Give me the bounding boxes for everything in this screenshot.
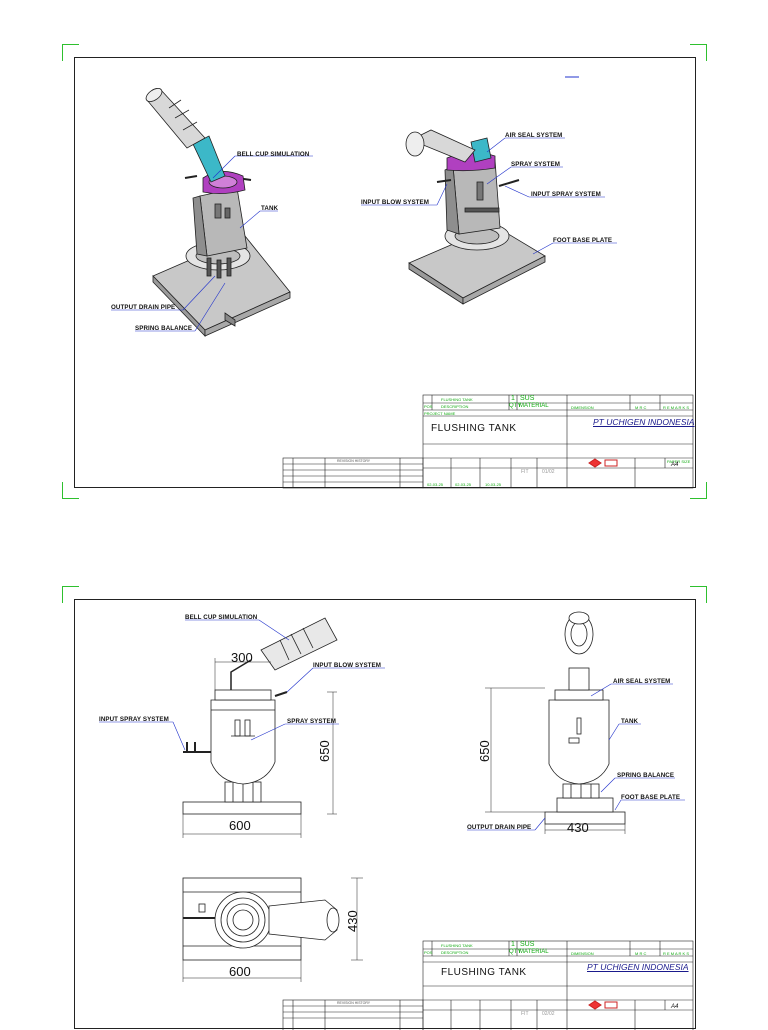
label-spring-balance: SPRING BALANCE [135,325,193,332]
tb2-remarks-label: R E M A R K S [663,951,690,956]
crop-mark-tr [690,44,707,61]
title-block-lines-2 [282,940,694,1030]
tb-project-label: PROJECT NAME [424,411,456,416]
tb2-scale: FIT [521,1011,529,1017]
orthographic-views [99,611,694,1030]
drawing-sheet-1: BELL CUP SIMULATION TANK OUTPUT DRAIN PI… [74,57,696,489]
tb2-revision-history: REVISION HISTORY [337,1001,371,1005]
label-air-seal-2: AIR SEAL SYSTEM [613,678,671,685]
tb-drawn-date: 02-03-25 [427,482,444,487]
label-input-blow-2: INPUT BLOW SYSTEM [313,662,382,669]
crop-mark-tl [62,44,79,61]
crop-mark-tr-2 [690,586,707,603]
tb-scale: FIT [521,469,529,475]
tb-material: SUS [520,395,535,402]
dim-430-side: 430 [567,820,589,835]
tb2-pos-label: POS [424,950,433,955]
iso-view-right [405,129,546,305]
company-logo [588,458,618,468]
tb2-material-label: MATERIAL [519,949,549,955]
crop-mark-tl-2 [62,586,79,603]
label-air-seal: AIR SEAL SYSTEM [505,132,563,139]
top-view [182,877,363,982]
label-input-blow: INPUT BLOW SYSTEM [361,199,430,206]
label-bell-cup-2: BELL CUP SIMULATION [185,614,258,621]
label-output-drain: OUTPUT DRAIN PIPE [111,304,176,311]
label-input-spray-2: INPUT SPRAY SYSTEM [99,716,169,723]
tb2-qty: 1 [511,941,515,948]
label-input-spray: INPUT SPRAY SYSTEM [531,191,601,198]
tb2-company: PT UCHIGEN INDONESIA [587,962,689,972]
tb2-title: FLUSHING TANK [441,967,527,978]
dim-600-top: 600 [229,964,251,979]
tb2-dimension-label: DIMENSION [571,951,594,956]
front-view [182,617,338,838]
title-block-lines [282,394,694,489]
tb-company: PT UCHIGEN INDONESIA [593,417,695,427]
tb2-paper-size: A4 [671,1004,679,1010]
tb-approved-date: 10-03-25 [485,482,502,487]
tb-pos-label: POS [424,404,433,409]
tb2-page: 02/02 [542,1011,555,1017]
dim-300: 300 [231,650,253,665]
tb-paper-size: A4 [671,462,679,468]
tb-mrc-label: M R C [635,405,647,410]
company-logo-2 [588,1000,618,1010]
tb-page: 01/02 [542,469,555,475]
label-foot-base-2: FOOT BASE PLATE [621,794,681,801]
crop-mark-bl [62,482,79,499]
label-spray-system: SPRAY SYSTEM [511,161,560,168]
tb-checked-date: 02-03-25 [455,482,472,487]
label-tank-2: TANK [621,718,639,725]
tb-qty: 1 [511,395,515,402]
label-foot-base: FOOT BASE PLATE [553,237,613,244]
tb-remarks-label: R E M A R K S [663,405,690,410]
tb-part-name: FLUSHING TANK [441,397,473,402]
drawing-sheet-2: BELL CUP SIMULATION INPUT BLOW SYSTEM IN… [74,599,696,1030]
dim-600-front: 600 [229,818,251,833]
dim-430-top: 430 [345,910,360,932]
tb2-qty-label: QTY [509,949,522,955]
tb2-description-label: DESCRIPTION [441,950,469,955]
dim-650-front: 650 [317,740,332,762]
label-bell-cup: BELL CUP SIMULATION [237,151,310,158]
tb-description-label: DESCRIPTION [441,404,469,409]
label-output-drain-2: OUTPUT DRAIN PIPE [467,824,532,831]
tb-dimension-label: DIMENSION [571,405,594,410]
tb2-mrc-label: M R C [635,951,647,956]
tb-title: FLUSHING TANK [431,423,517,434]
tb2-material: SUS [520,941,535,948]
isometric-views [111,76,694,489]
dim-650-side: 650 [477,740,492,762]
tb-revision-history: REVISION HISTORY [337,459,371,463]
label-tank: TANK [261,205,279,212]
tb-qty-label: QTY [509,403,522,409]
tb2-part-name: FLUSHING TANK [441,943,473,948]
tb-paper-label: PAPER SIZE [667,459,691,464]
crop-mark-br [690,482,707,499]
label-spring-balance-2: SPRING BALANCE [617,772,675,779]
iso-view-left [145,88,291,337]
tb-material-label: MATERIAL [519,403,549,409]
label-spray-system-2: SPRAY SYSTEM [287,718,336,725]
side-view [485,611,626,834]
